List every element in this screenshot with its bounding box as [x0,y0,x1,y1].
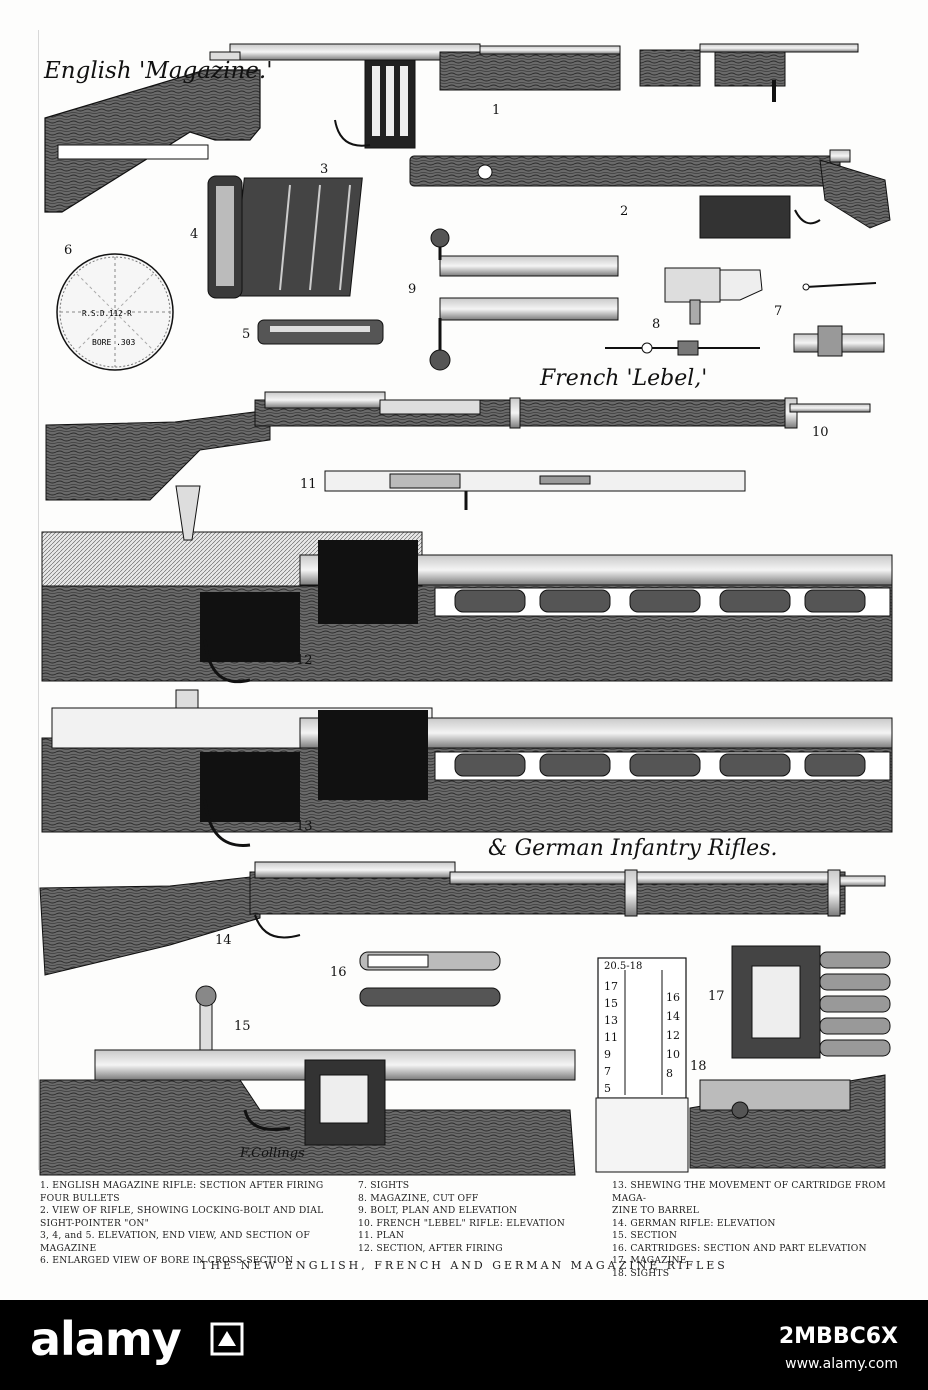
fig-number-5: 5 [242,327,251,342]
plate-title: THE NEW ENGLISH, FRENCH AND GERMAN MAGAZ… [200,1259,728,1272]
stock-image-id: 2MBBC6X [778,1324,898,1349]
sight-scale-right-4: 8 [666,1067,673,1080]
caption-item: 7. SIGHTS [358,1180,410,1191]
sight-scale-right-3: 10 [666,1048,680,1061]
fig-number-7: 7 [774,304,783,319]
sight-scale-left: 17 15 13 11 9 7 5 [604,978,618,1097]
caption-column-2: 7. SIGHTS 8. MAGAZINE, CUT OFF 9. BOLT, … [358,1180,608,1255]
sight-scale-left-6: 5 [604,1082,611,1095]
sight-scale-right-2: 12 [666,1029,680,1042]
fig-number-11: 11 [300,477,317,492]
caption-item: 12. SECTION, AFTER FIRING [358,1242,503,1254]
watermark-footer [0,1300,928,1390]
fig-number-13: 13 [296,819,313,834]
brand-logo: alamy [30,1312,182,1366]
caption-item: 16. CARTRIDGES: SECTION AND PART ELEVATI… [612,1242,867,1254]
sight-scale-right: 16 14 12 10 8 [666,988,680,1083]
fig-number-1: 1 [492,103,501,118]
fig-2-english-rifle-view [409,149,891,239]
sight-scale-left-0: 17 [604,980,618,993]
fig-number-18: 18 [690,1059,707,1074]
fig-8-magazine-cut-off [605,267,763,356]
caption-item: 15. SECTION [612,1230,678,1241]
bore-label-top: R.S.D.112-R [82,309,132,318]
fig-17-magazine [731,945,891,1059]
fig-9-bolt [429,228,619,371]
sight-scale-top: 20.5-18 [604,961,643,972]
fig-number-10: 10 [812,425,829,440]
fig-number-15: 15 [234,1019,251,1034]
fig-number-8: 8 [652,317,661,332]
fig-1-english-rifle-section [44,43,859,213]
fig-number-12: 12 [296,653,313,668]
bore-label-bottom: BORE .303 [92,338,136,347]
fig-16-cartridges [359,951,501,1007]
sight-scale-left-5: 7 [604,1065,611,1078]
caption-column-1: 1. ENGLISH MAGAZINE RIFLE: SECTION AFTER… [40,1180,340,1268]
sight-scale-left-1: 15 [604,997,618,1010]
caption-item: 6. ENLARGED VIEW OF BORE IN CROSS-SECTIO… [40,1255,294,1266]
fig-3-4-5-magazine [207,175,384,345]
artist-signature: F.Collings [240,1146,305,1161]
plate-edge [38,30,895,1170]
sight-scale-left-3: 11 [604,1031,618,1044]
sight-scale-right-0: 16 [666,991,680,1004]
fig-number-4: 4 [190,227,199,242]
fig-18-sights [595,957,886,1173]
fig-6-bore-cross-section: R.S.D.112-R BORE .303 [56,253,174,371]
fig-number-9: 9 [408,282,417,297]
brand-mark-icon [210,1322,244,1356]
fig-number-3: 3 [320,162,329,177]
title-german-infantry: & German Infantry Rifles. [488,836,778,861]
sight-scale-right-1: 14 [666,1010,680,1023]
sight-scale-left-2: 13 [604,1014,618,1027]
caption-item: 11. PLAN [358,1230,405,1241]
fig-10-french-lebel-rifle [45,391,871,501]
fig-15-german-section [39,985,576,1176]
title-french-lebel: French 'Lebel,' [540,366,708,391]
caption-item: 14. GERMAN RIFLE: ELEVATION [612,1217,776,1229]
fig-number-17: 17 [708,989,725,1004]
fig-14-german-rifle [39,861,886,976]
fig-11-plan [324,470,746,510]
rifles-illustration: R.S.D.112-R BORE .303 [39,43,893,1176]
caption-item: 8. MAGAZINE, CUT OFF [358,1192,479,1204]
title-english-magazine: English 'Magazine.' [44,58,273,84]
fig-12-section-after-firing [41,485,893,684]
fig-number-6: 6 [64,243,73,258]
caption-item: 10. FRENCH "LEBEL" RIFLE: ELEVATION [358,1217,566,1229]
caption-item: 18. SIGHTS [612,1267,670,1279]
caption-item: 2. VIEW OF RIFLE, SHOWING LOCKING-BOLT A… [40,1205,324,1229]
caption-item: 3, 4, and 5. ELEVATION, END VIEW, AND SE… [40,1230,310,1254]
caption-column-3: 13. SHEWING THE MOVEMENT OF CARTRIDGE FR… [612,1180,902,1280]
fig-number-16: 16 [330,965,347,980]
stock-site-url: www.alamy.com [785,1356,898,1372]
caption-item: 1. ENGLISH MAGAZINE RIFLE: SECTION AFTER… [40,1180,324,1204]
fig-7-sights [793,282,885,357]
caption-item: 9. BOLT, PLAN AND ELEVATION [358,1205,518,1216]
fig-number-2: 2 [620,204,629,219]
fig-13-cartridge-movement [41,689,893,847]
fig-number-14: 14 [215,933,232,948]
caption-item: 17. MAGAZINE [612,1255,687,1266]
caption-item: 13. SHEWING THE MOVEMENT OF CARTRIDGE FR… [612,1180,886,1216]
sight-scale-left-4: 9 [604,1048,611,1061]
